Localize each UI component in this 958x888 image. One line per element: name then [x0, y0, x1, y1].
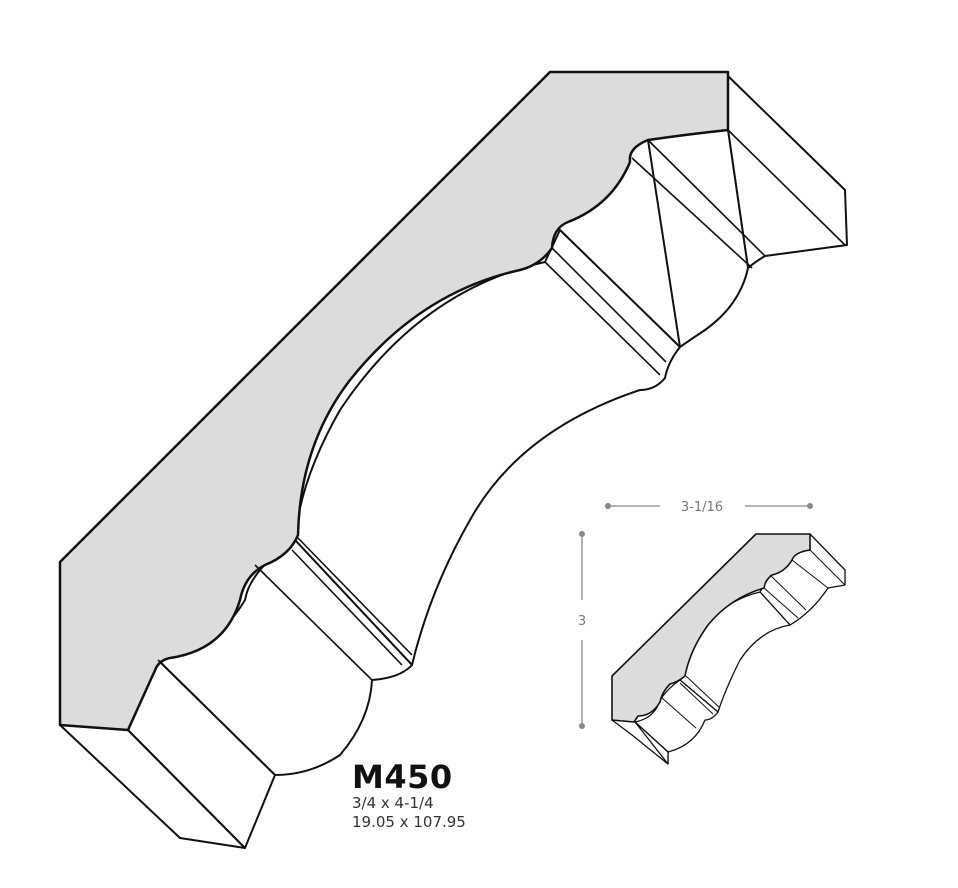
product-label: M450 3/4 x 4-1/4 19.05 x 107.95: [352, 760, 466, 832]
width-dimension: [605, 503, 813, 509]
moulding-detail-lines: [127, 129, 846, 849]
thumbnail-body: [611, 533, 846, 765]
product-code: M450: [352, 758, 453, 796]
height-dimension: [579, 531, 585, 729]
thumbnail-profile-face: [611, 533, 811, 723]
width-dimension-label: 3-1/16: [681, 500, 723, 515]
lower-bead-face: [157, 539, 413, 776]
imperial-size: 3/4 x 4-1/4: [352, 794, 434, 812]
height-dimension-label: 3: [578, 614, 586, 629]
profile-end-face: [58, 70, 730, 732]
metric-size: 19.05 x 107.95: [352, 813, 466, 831]
cove-face: [294, 229, 681, 666]
thumbnail-detail-lines: [661, 549, 846, 729]
